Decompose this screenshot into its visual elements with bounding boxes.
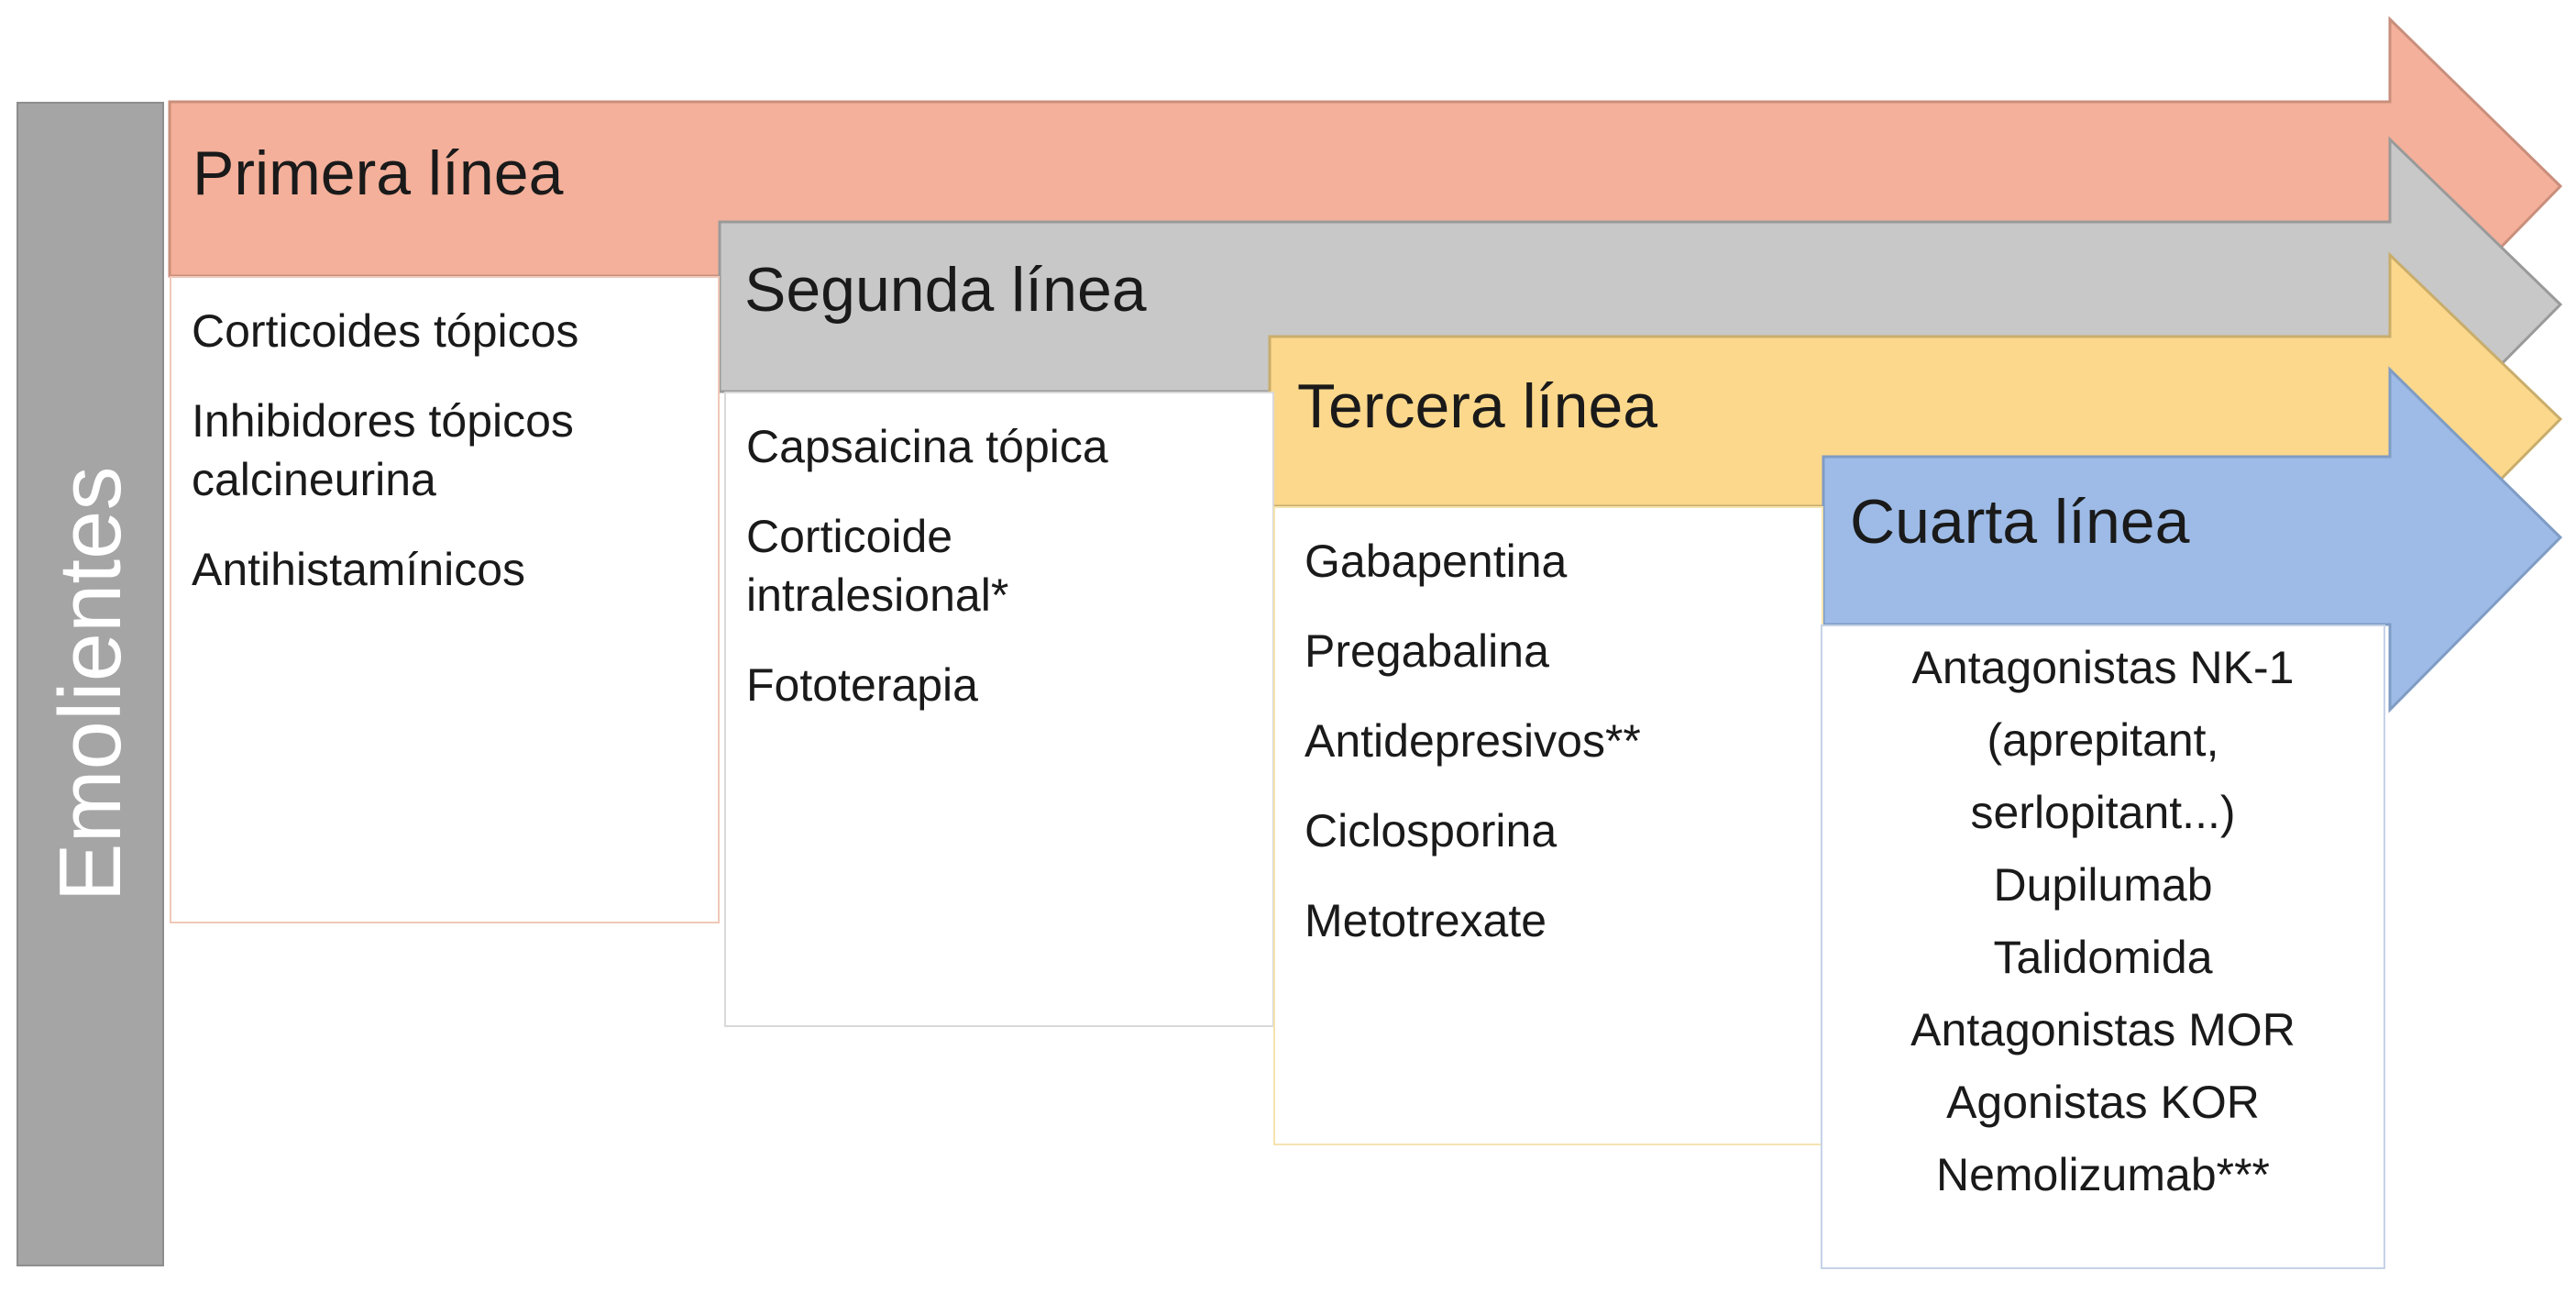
list-item: Antihistamínicos <box>192 544 526 595</box>
list-item: (aprepitant, <box>1987 714 2219 766</box>
list-item: Metotrexate <box>1305 895 1547 946</box>
list-item: Dupilumab <box>1993 859 2213 911</box>
list-item: Fototerapia <box>746 659 978 711</box>
title-cuarta: Cuarta línea <box>1850 487 2190 557</box>
box-segunda: Capsaicina tópica Corticoide intralesion… <box>724 392 1274 1027</box>
box-cuarta: Antagonistas NK-1 (aprepitant, serlopita… <box>1821 624 2385 1269</box>
title-segunda: Segunda línea <box>744 255 1147 325</box>
emolientes-label: Emolientes <box>40 466 139 902</box>
title-tercera: Tercera línea <box>1297 371 1658 441</box>
list-item: Inhibidores tópicos calcineurina <box>192 395 574 505</box>
list-item: Corticoide intralesional* <box>746 511 1009 621</box>
list-item: Capsaicina tópica <box>746 421 1108 472</box>
list-item: Antagonistas NK-1 <box>1911 642 2295 693</box>
emolientes-bar: Emolientes <box>17 102 164 1266</box>
list-item: Nemolizumab*** <box>1935 1149 2271 1200</box>
list-item: serlopitant...) <box>1970 787 2236 838</box>
list-item: Pregabalina <box>1305 625 1549 677</box>
box-tercera: Gabapentina Pregabalina Antidepresivos**… <box>1273 506 1823 1145</box>
list-item: Gabapentina <box>1305 536 1568 587</box>
list-item: Talidomida <box>1993 932 2213 983</box>
list-item: Corticoides tópicos <box>192 305 579 357</box>
list-item: Agonistas KOR <box>1946 1077 2260 1128</box>
list-item: Ciclosporina <box>1305 805 1558 856</box>
list-item: Antidepresivos** <box>1305 715 1641 767</box>
title-primera: Primera línea <box>193 138 564 208</box>
list-item: Antagonistas MOR <box>1910 1004 2295 1055</box>
box-primera: Corticoides tópicos Inhibidores tópicos … <box>170 276 720 923</box>
